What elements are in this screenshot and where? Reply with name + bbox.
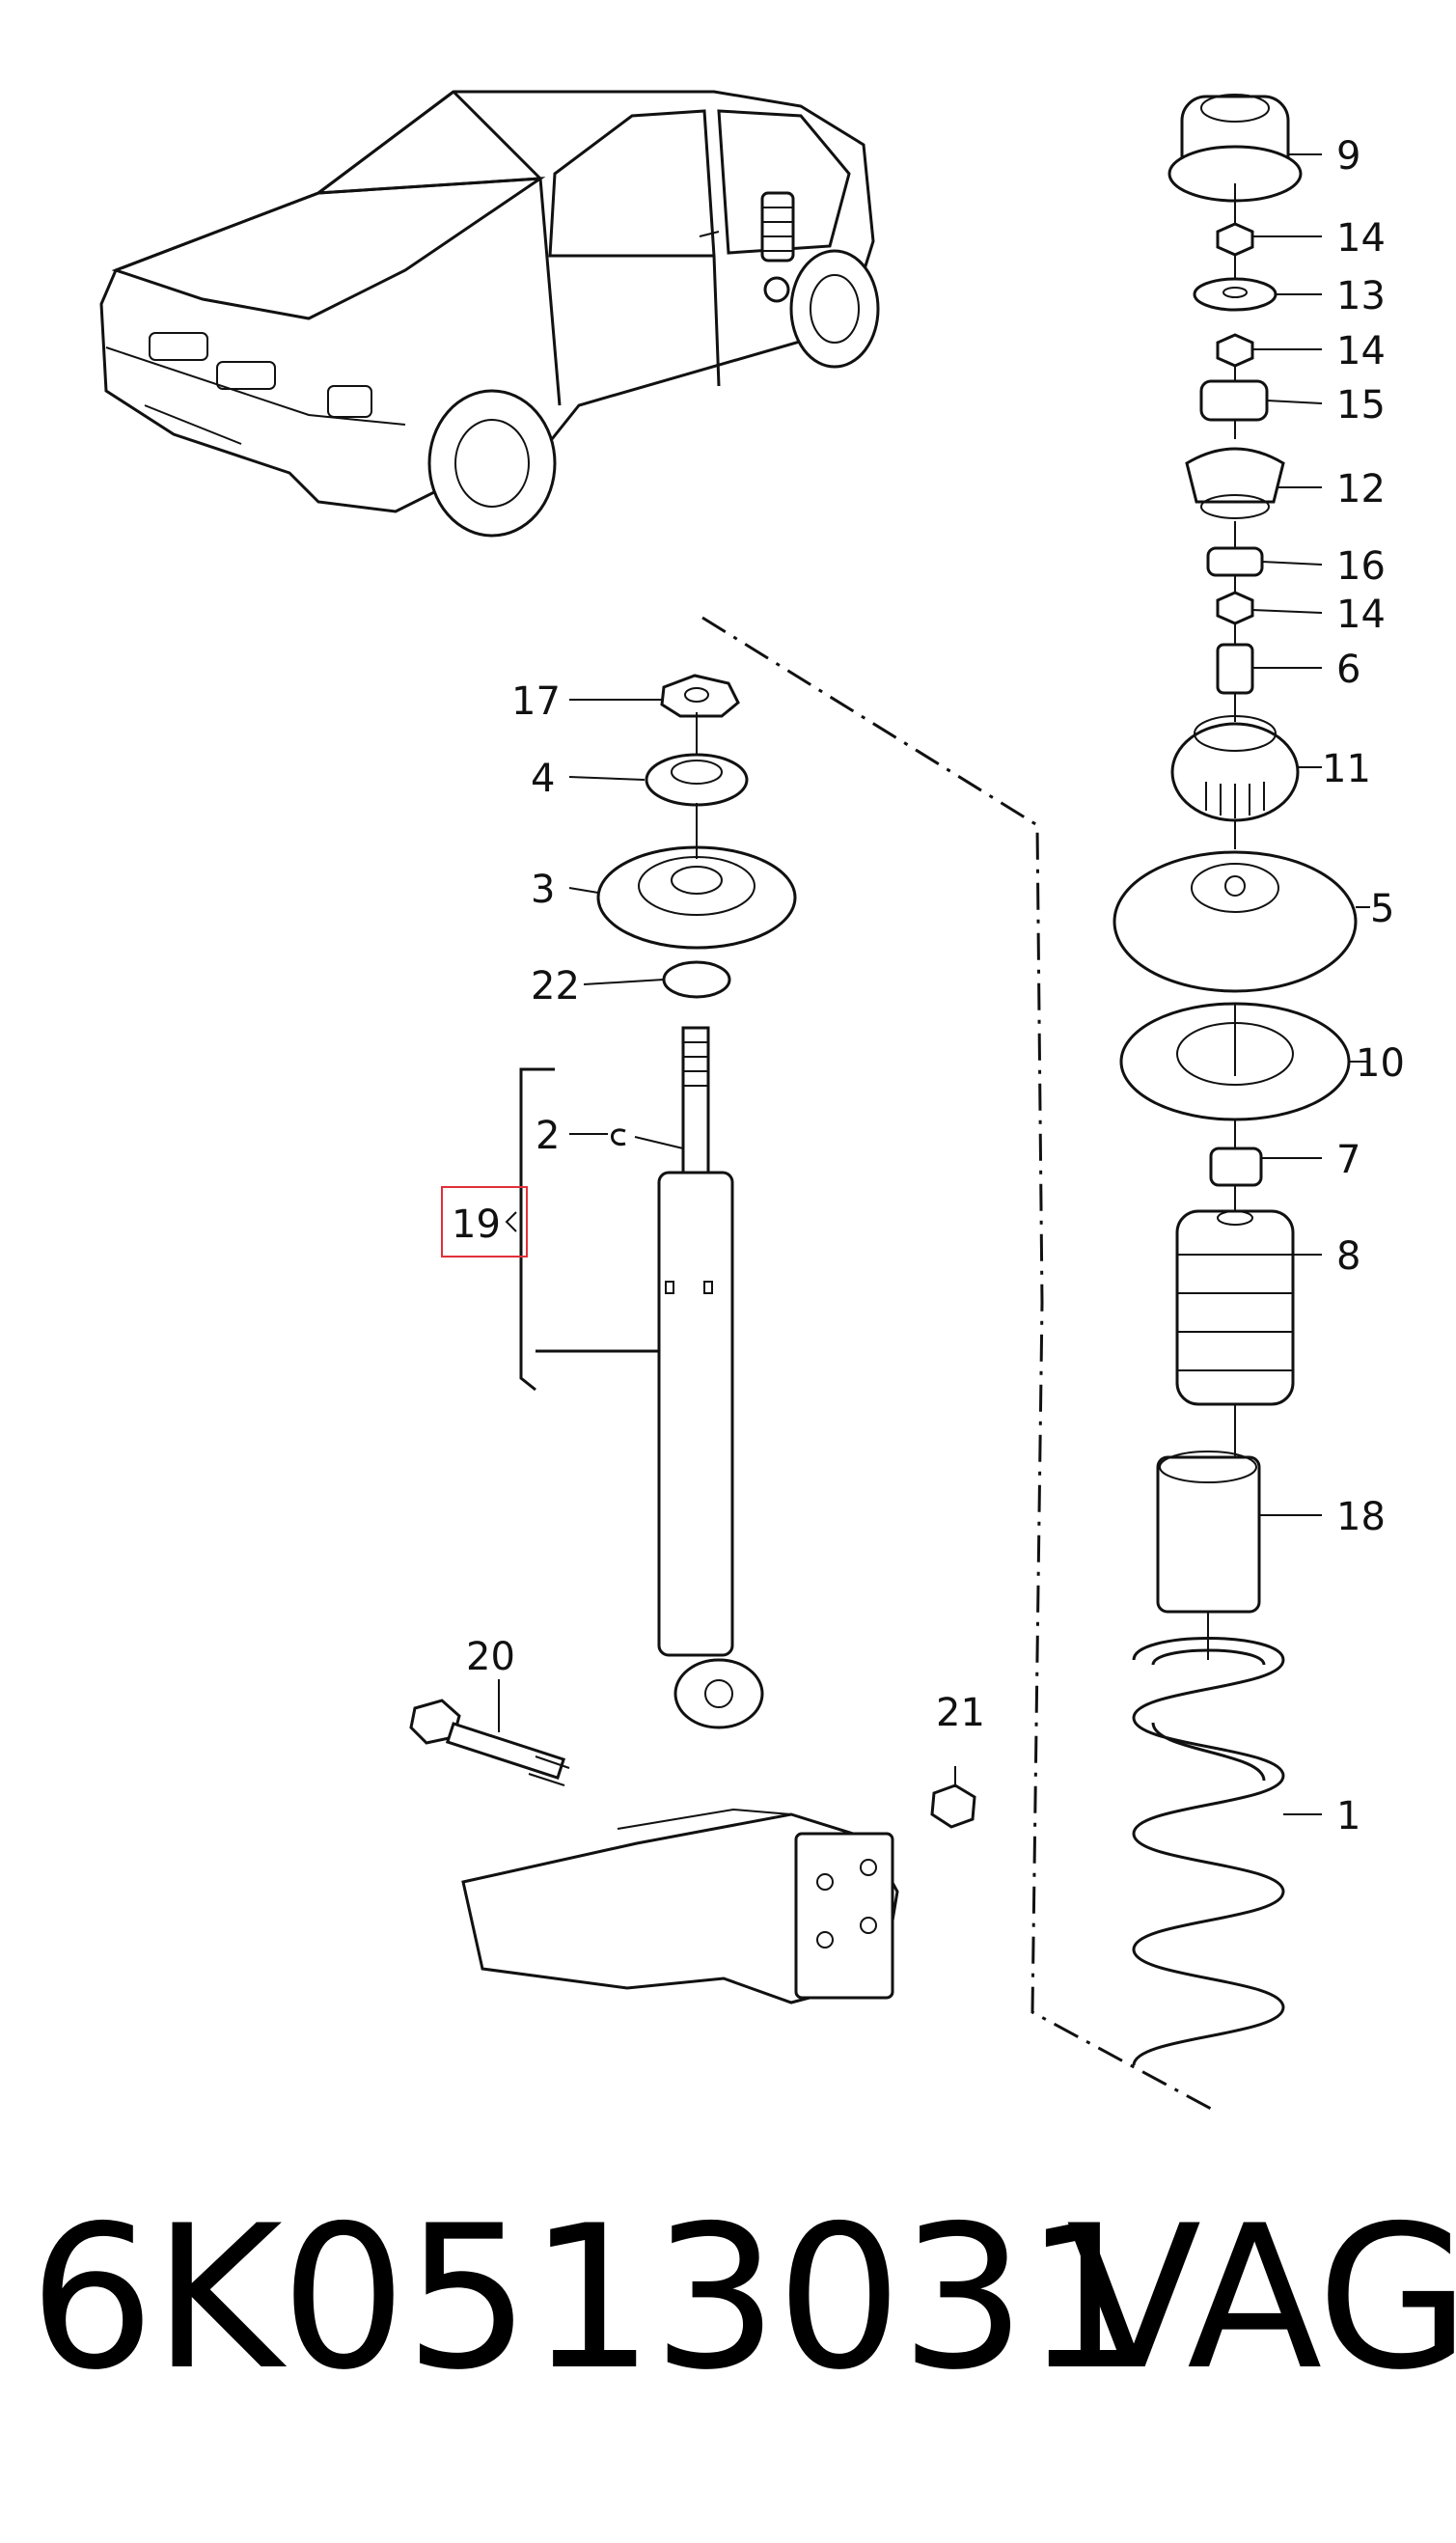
callout-8: 8	[1336, 1234, 1360, 1279]
callout-22: 22	[531, 964, 580, 1009]
callout-7: 7	[1336, 1138, 1360, 1182]
callout-10: 10	[1356, 1041, 1405, 1086]
callout-6: 6	[1336, 648, 1360, 692]
callout-15: 15	[1336, 383, 1386, 428]
callout-14-c: 14	[1336, 593, 1386, 637]
callout-3: 3	[531, 868, 555, 912]
assembly-boundary	[701, 616, 1212, 2111]
callout-19: 19	[452, 1202, 501, 1247]
strut-assembly	[409, 674, 976, 2004]
brand-name: VAG	[1066, 2184, 1456, 2414]
callout-2: 2	[536, 1114, 560, 1158]
callout-18: 18	[1336, 1495, 1386, 1539]
callout-14-a: 14	[1336, 216, 1386, 261]
callout-13: 13	[1336, 274, 1386, 318]
callout-21: 21	[936, 1691, 985, 1735]
leader-lines	[498, 153, 1370, 1815]
callout-17: 17	[511, 679, 561, 724]
highlight-box	[441, 1186, 528, 1258]
callout-20: 20	[466, 1635, 515, 1679]
callout-16: 16	[1336, 544, 1386, 589]
callout-labels: 17 4 3 22 2 19 20 21 9 14 13 14 15 12 16…	[452, 134, 1405, 1838]
callout-11: 11	[1322, 747, 1371, 791]
callout-12: 12	[1336, 467, 1386, 511]
callout-9: 9	[1336, 134, 1360, 179]
part-number: 6K0513031	[29, 2184, 1150, 2414]
car-illustration	[99, 90, 880, 538]
callout-14-b: 14	[1336, 329, 1386, 373]
callout-5: 5	[1370, 887, 1394, 931]
spring-assembly	[1113, 94, 1358, 2066]
callout-4: 4	[531, 757, 555, 801]
callout-1: 1	[1336, 1794, 1360, 1838]
